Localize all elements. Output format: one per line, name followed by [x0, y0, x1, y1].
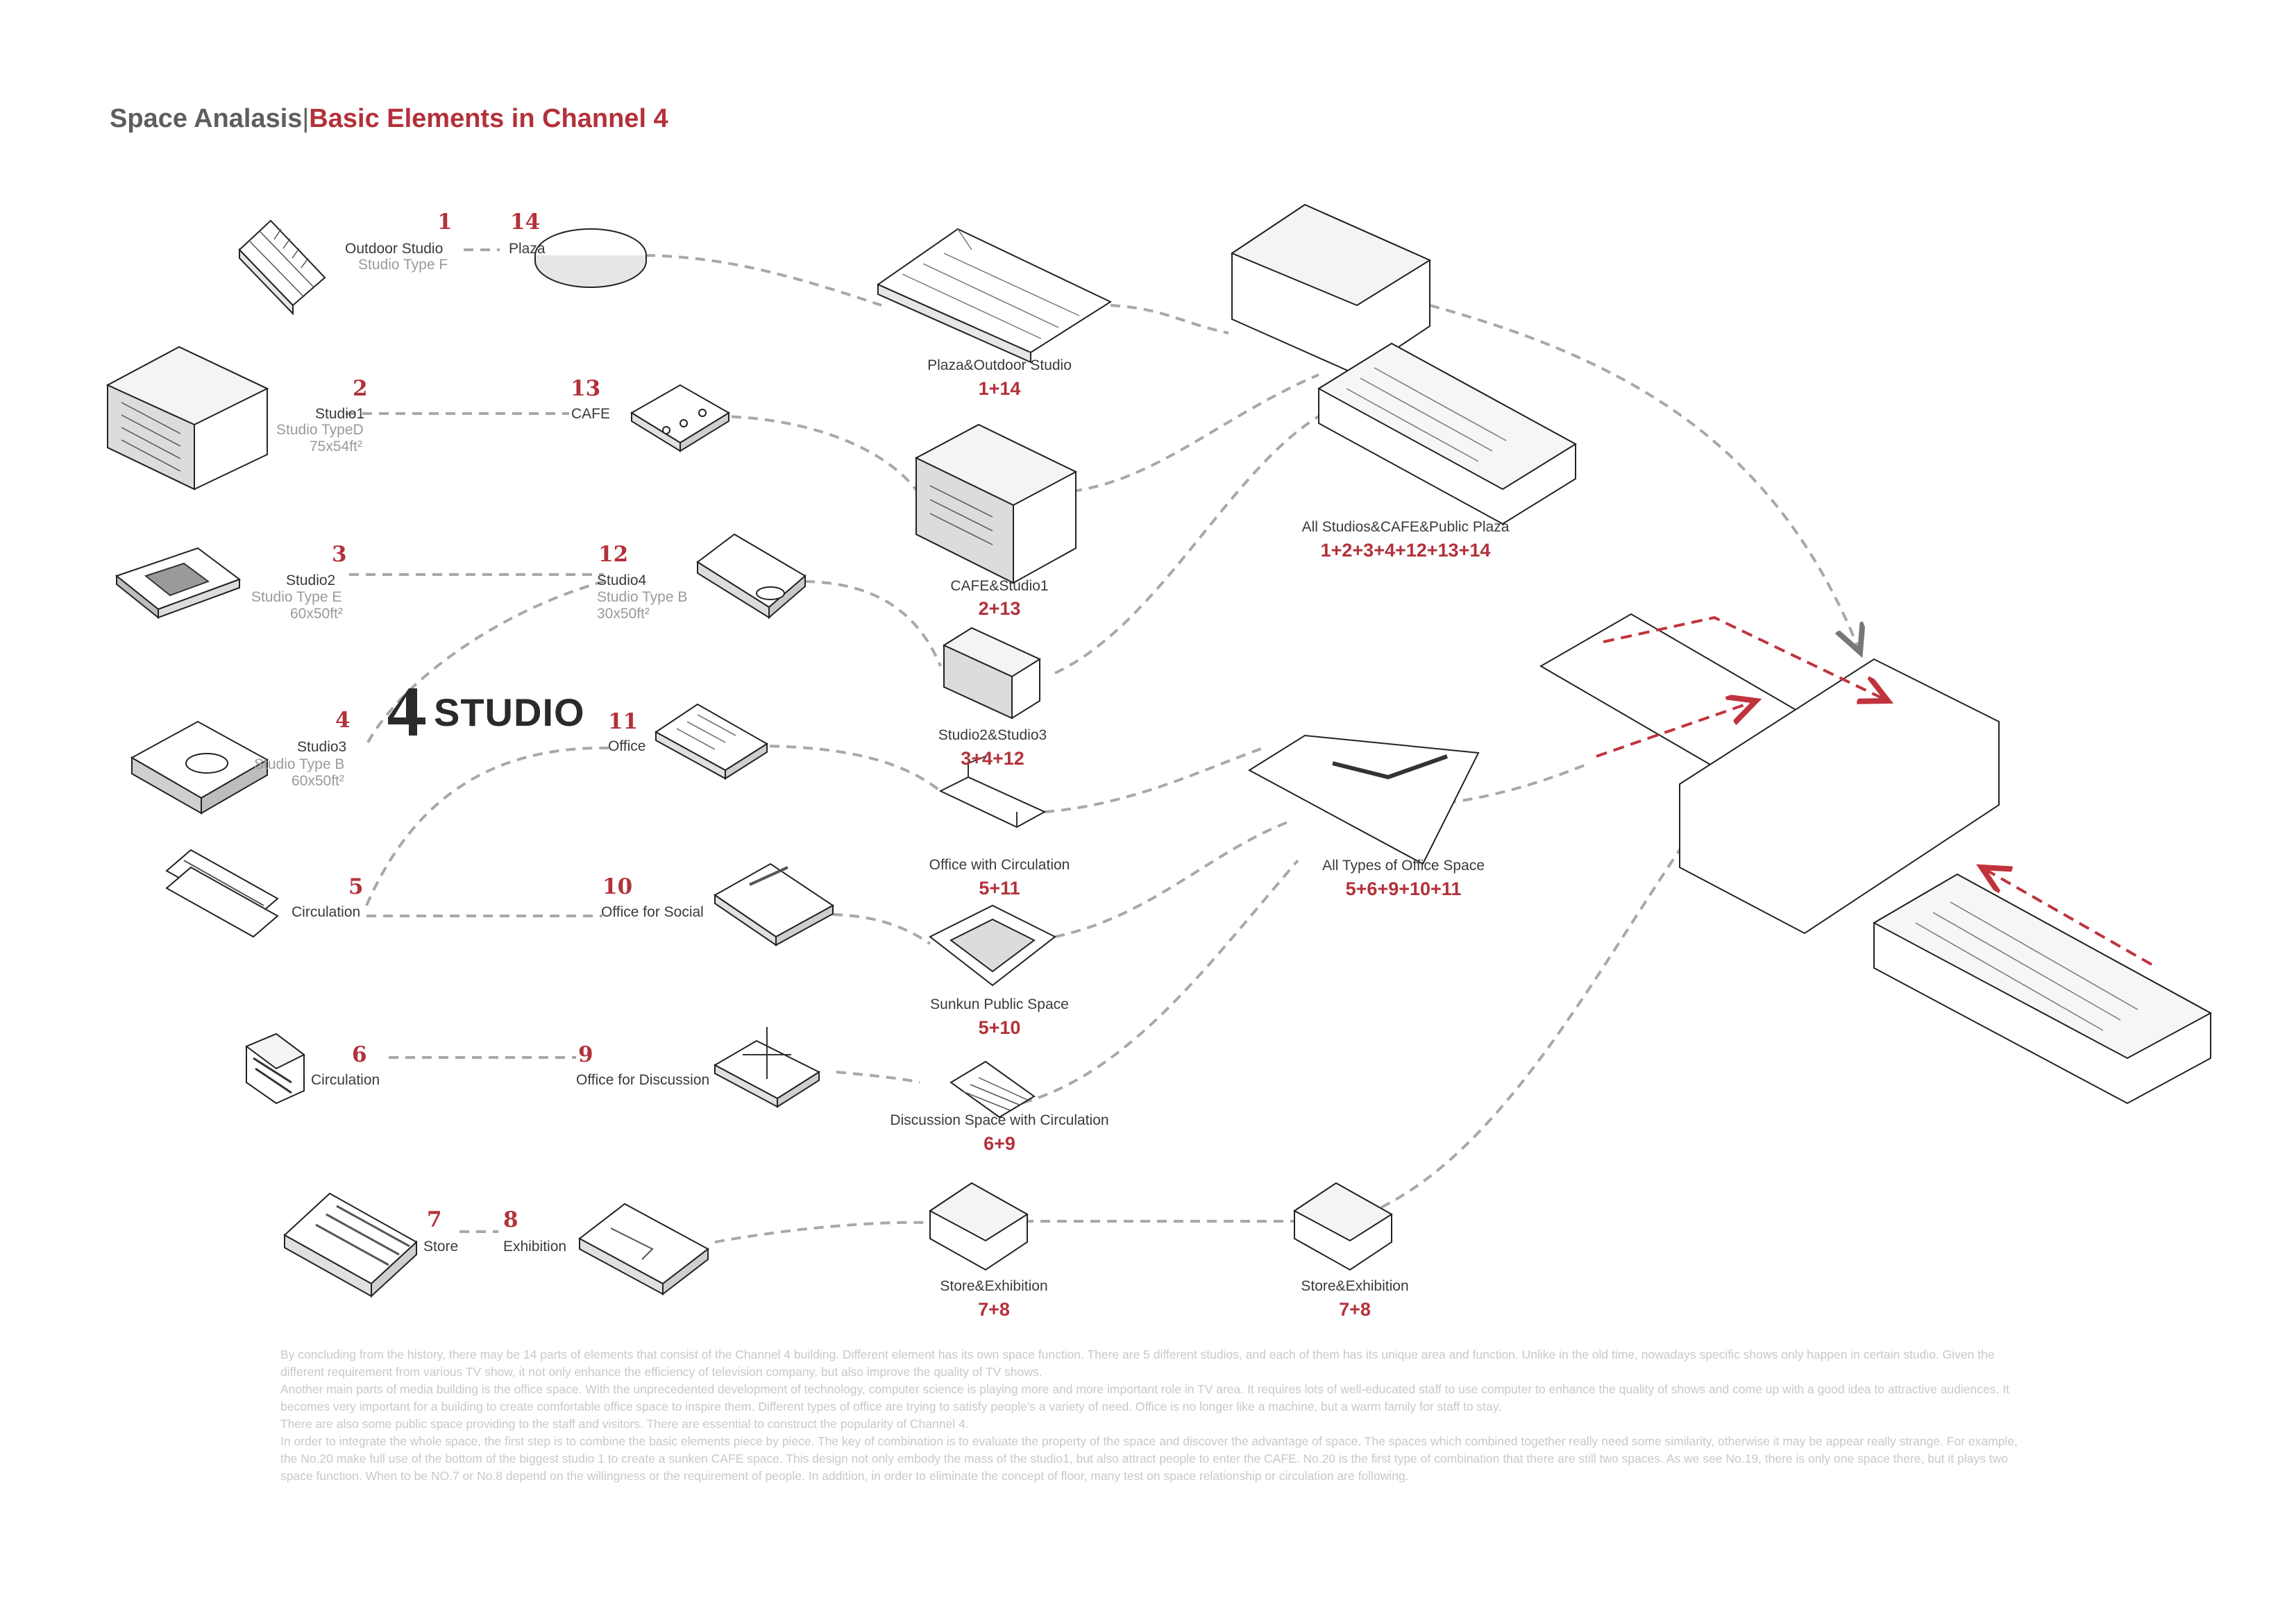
element-13-number: 13	[571, 376, 601, 401]
description-paragraph: By concluding from the history, there ma…	[280, 1348, 1995, 1379]
combo-8-formula: 1+2+3+4+12+13+14	[1320, 540, 1491, 561]
description-paragraph: In order to integrate the whole space, t…	[280, 1434, 2018, 1483]
element-5-name: Circulation	[292, 904, 361, 920]
combo-4-name: Office with Circulation	[929, 857, 1070, 873]
element-8-name: Exhibition	[503, 1239, 567, 1255]
cafe-studio1-combo-drawing	[914, 423, 1078, 584]
title-part-2: Basic Elements in Channel 4	[309, 104, 668, 133]
title-separator: |	[302, 104, 310, 133]
element-2-name: Studio1	[315, 406, 365, 422]
element-3-number: 3	[332, 542, 347, 567]
combo-4-formula: 5+11	[979, 878, 1020, 899]
office-drawing	[655, 703, 768, 780]
element-12-type: Studio Type B	[597, 589, 688, 605]
element-4-size: 60x50ft²	[292, 773, 344, 789]
combo-6-formula: 6+9	[984, 1133, 1015, 1154]
element-3-name: Studio2	[286, 572, 336, 588]
element-13-name: CAFE	[571, 406, 611, 422]
element-5-number: 5	[348, 874, 364, 899]
element-14-number: 14	[510, 210, 541, 235]
combo-3-name: Studio2&Studio3	[938, 727, 1047, 743]
element-3-size: 60x50ft²	[290, 606, 343, 622]
studio3-drawing	[130, 720, 269, 815]
description-paragraph: Another main parts of media building is …	[280, 1382, 2009, 1413]
circulation-5-drawing	[165, 849, 279, 938]
element-7-name: Store	[423, 1239, 459, 1255]
element-6-name: Circulation	[311, 1072, 380, 1088]
combo-1-name: Plaza&Outdoor Studio	[927, 357, 1072, 373]
element-2-size: 75x54ft²	[310, 439, 362, 454]
cafe-drawing	[630, 384, 730, 452]
combo-2-name: CAFE&Studio1	[950, 578, 1049, 594]
plaza-outdoor-combo-drawing	[876, 228, 1113, 364]
whole-building-assembly-drawing	[1539, 613, 2213, 1105]
studio2-drawing	[115, 547, 242, 620]
element-4-name: Studio3	[297, 739, 347, 755]
combo-5-name: Sunkun Public Space	[930, 996, 1069, 1012]
element-11-number: 11	[608, 709, 639, 734]
element-1-type: Studio Type F	[358, 257, 448, 273]
element-12-name: Studio4	[597, 572, 647, 588]
page-title: Space Analasis|Basic Elements in Channel…	[110, 104, 668, 134]
combo-10-formula: 7+8	[1339, 1299, 1371, 1320]
combo-5-formula: 5+10	[978, 1017, 1021, 1038]
description-text: By concluding from the history, there ma…	[280, 1346, 2036, 1485]
element-4-type: Studio Type B	[254, 756, 345, 772]
office-social-drawing	[714, 863, 834, 946]
combo-8-name: All Studios&CAFE&Public Plaza	[1301, 519, 1510, 535]
element-10-number: 10	[602, 874, 633, 899]
office-discussion-drawing	[713, 1027, 821, 1108]
channel4-studio-logo: STUDIO	[385, 687, 585, 737]
studio2-studio3-combo-drawing	[942, 627, 1042, 720]
element-4-number: 4	[335, 708, 351, 733]
exhibition-drawing	[578, 1203, 709, 1296]
element-9-name: Office for Discussion	[576, 1072, 710, 1088]
element-14-name: Plaza	[509, 241, 546, 257]
outdoor-studio-drawing	[238, 219, 326, 316]
studio1-drawing	[105, 346, 269, 491]
title-part-1: Space Analasis	[110, 104, 303, 133]
all-studios-plaza-drawing	[1230, 203, 1577, 525]
circulation-arrows	[1596, 615, 2152, 966]
element-1-name: Outdoor Studio	[345, 241, 444, 257]
combo-7-name: Store&Exhibition	[940, 1278, 1048, 1294]
element-8-number: 8	[503, 1207, 518, 1232]
combo-2-formula: 2+13	[978, 598, 1021, 619]
combo-3-formula: 3+4+12	[961, 748, 1024, 769]
element-2-number: 2	[353, 376, 368, 401]
element-7-number: 7	[427, 1207, 442, 1232]
element-3-type: Studio Type E	[251, 589, 342, 605]
combo-7-formula: 7+8	[978, 1299, 1010, 1320]
sunken-public-space-drawing	[929, 904, 1056, 987]
element-11-name: Office	[608, 738, 646, 754]
combo-9-formula: 5+6+9+10+11	[1345, 878, 1462, 899]
circulation-6-drawing	[244, 1033, 305, 1105]
element-12-size: 30x50ft²	[597, 606, 650, 622]
combo-10-name: Store&Exhibition	[1301, 1278, 1409, 1294]
connector-lines	[346, 248, 1860, 1243]
store-exhibition-combo-2-drawing	[1293, 1182, 1393, 1271]
element-2-type: Studio TypeD	[276, 422, 364, 438]
element-1-number: 1	[437, 210, 453, 235]
plaza-drawing	[534, 228, 647, 288]
channel4-logo-icon	[388, 688, 425, 736]
description-paragraph: There are also some public space providi…	[280, 1417, 969, 1431]
all-office-types-drawing	[1248, 734, 1480, 865]
combo-6-name: Discussion Space with Circulation	[890, 1112, 1109, 1128]
studio-wordmark: STUDIO	[434, 690, 585, 734]
store-exhibition-combo-drawing	[929, 1182, 1029, 1271]
combo-9-name: All Types of Office Space	[1322, 858, 1485, 874]
combo-1-formula: 1+14	[978, 378, 1021, 399]
office-circulation-combo-drawing	[938, 756, 1047, 829]
discussion-circulation-combo-drawing	[949, 1060, 1036, 1119]
store-drawing	[283, 1192, 418, 1298]
element-12-number: 12	[598, 542, 629, 567]
element-6-number: 6	[352, 1042, 367, 1067]
studio4-drawing	[696, 533, 807, 620]
element-9-number: 9	[578, 1042, 593, 1067]
element-10-name: Office for Social	[601, 904, 704, 920]
